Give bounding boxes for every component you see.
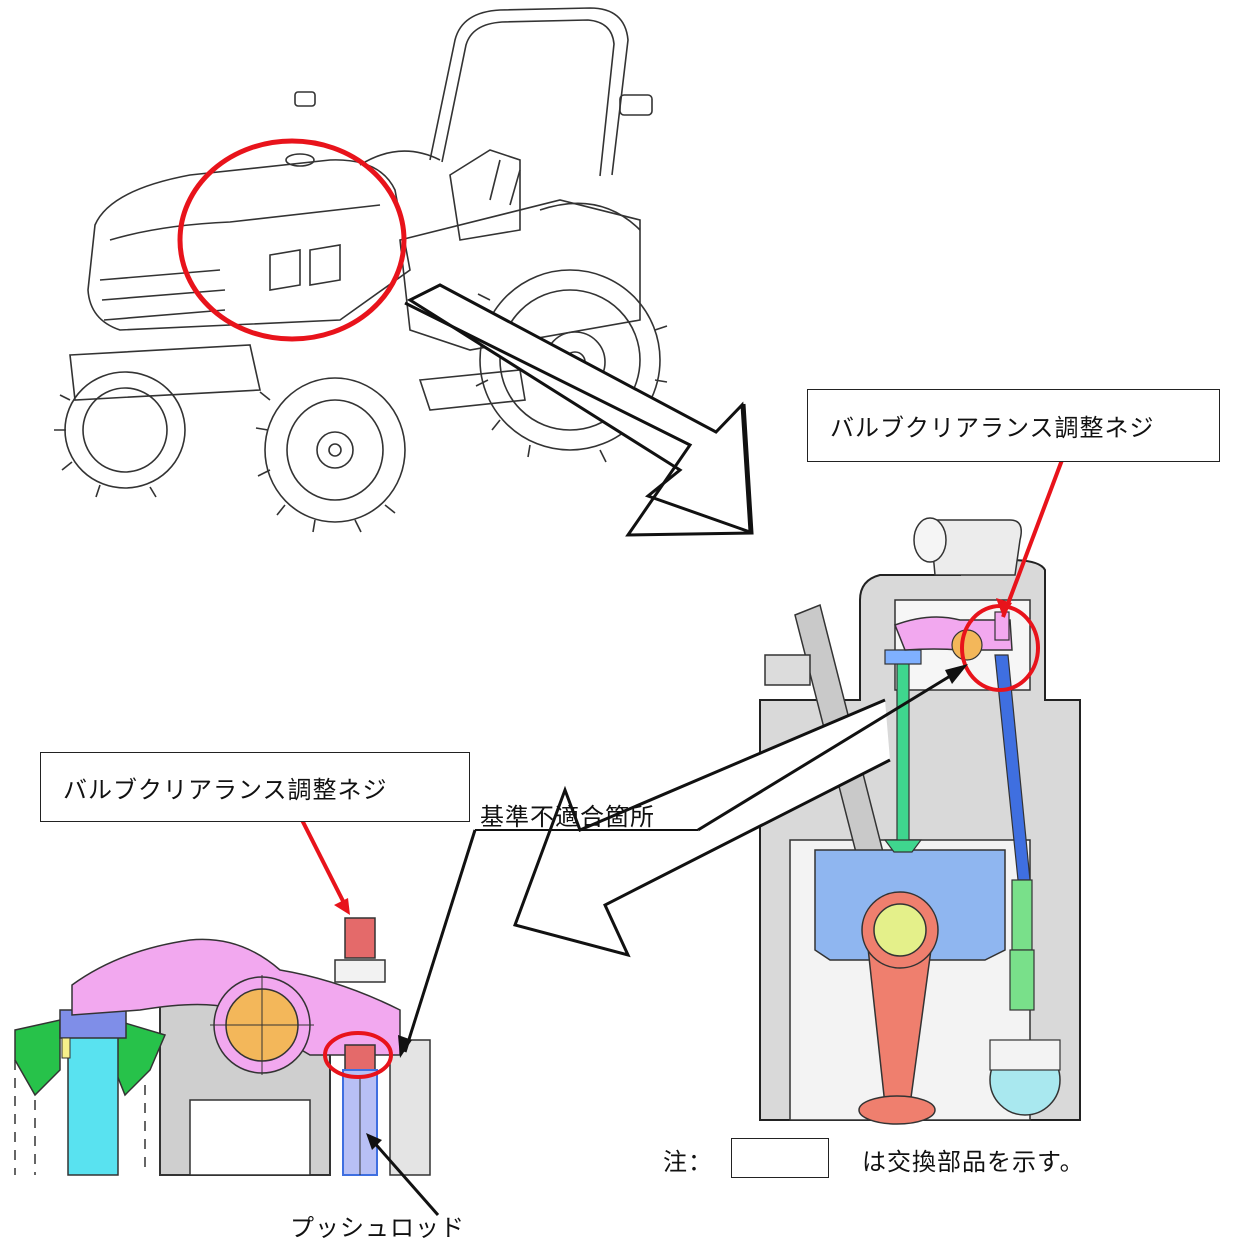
- note-suffix: は交換部品を示す。: [862, 1148, 1085, 1176]
- left-label-pointer: [300, 819, 347, 906]
- nonconforming-leader: [697, 668, 961, 832]
- top-adjust-screw-label: バルブクリアランス調整ネジ: [807, 389, 1220, 462]
- engine-area-circle: [177, 138, 407, 342]
- pushrod-leader: [370, 1139, 440, 1216]
- zoom-arrow-engine: [406, 283, 752, 535]
- pushrod-leader-head: [366, 1133, 382, 1150]
- zoom-arrow-engine-outline: [404, 301, 754, 537]
- valve-detail: [0, 917, 432, 1176]
- pushrod-label: プッシュロッド: [290, 1214, 465, 1242]
- nonconforming-leader-head: [945, 664, 968, 684]
- note-prefix: 注：: [663, 1148, 713, 1176]
- replacement-part-legend-box: [731, 1138, 829, 1178]
- top-label-pointer-head: [996, 598, 1012, 617]
- top-label-pointer: [1001, 459, 1064, 618]
- nonconforming-label: 基準不適合箇所: [480, 803, 655, 831]
- nonconforming-detail-pointer: [403, 829, 477, 1053]
- left-label-pointer-head: [334, 898, 350, 915]
- nonconforming-detail-pointer-head: [398, 1035, 412, 1058]
- left-adjust-screw-label: バルブクリアランス調整ネジ: [40, 752, 470, 822]
- adjust-screw-circle-detail: [323, 1031, 393, 1079]
- engine-cross-section: [759, 517, 1081, 1125]
- tractor-illustration: [54, 7, 668, 533]
